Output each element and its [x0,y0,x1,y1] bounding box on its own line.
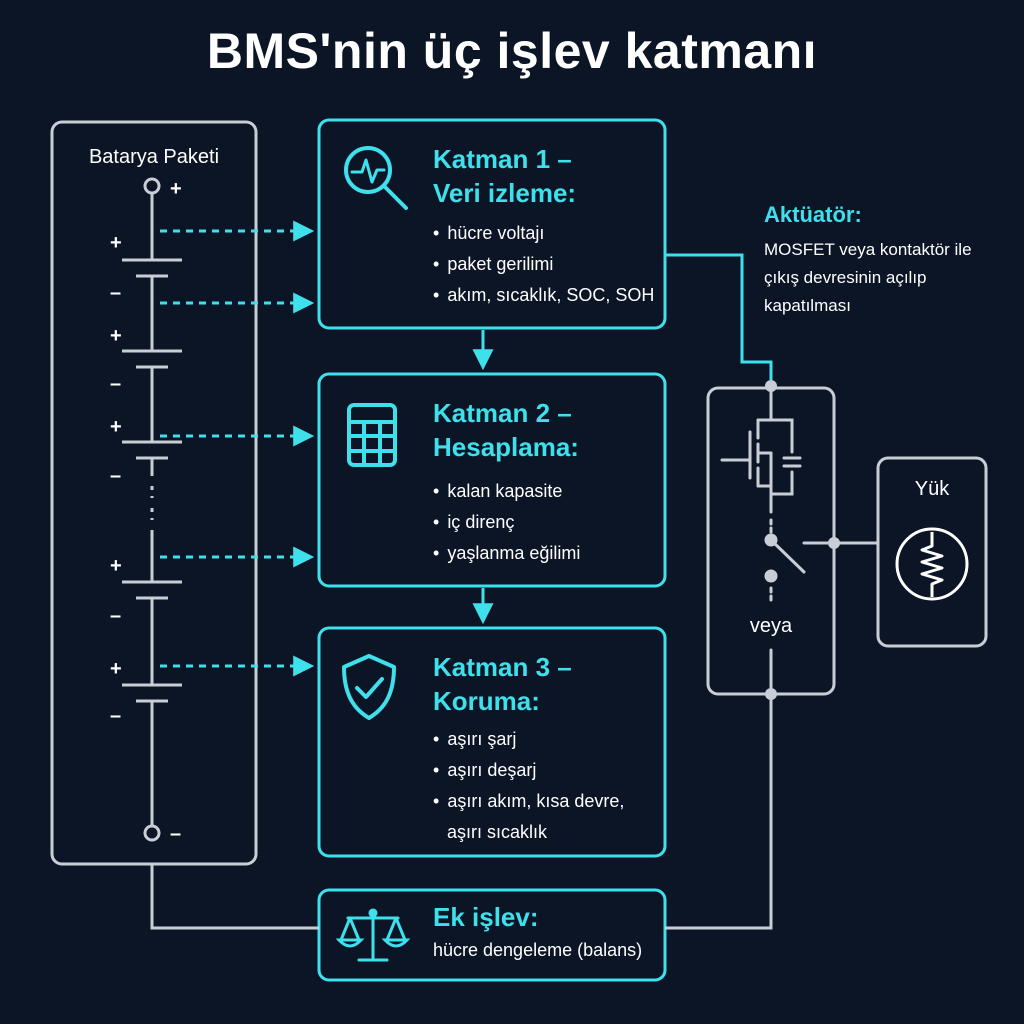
cell-1-plus: + [110,232,122,254]
list-item: aşırı deşarj [433,755,624,786]
extra-function-box [317,888,667,982]
page-title: BMS'nin üç işlev katmanı [206,23,818,79]
layer-2-title-line1: Katman 2 – [433,398,572,428]
layer-1-title: Katman 1 – Veri izleme: [433,142,576,210]
layer-1-box [317,118,667,330]
battery-pack-box [50,120,258,866]
list-item: aşırı akım, kısa devre, [433,786,624,817]
extra-function-title: Ek işlev: [433,902,539,932]
terminal-negative [143,824,161,842]
switch-icon [764,518,836,690]
calculator-icon [347,403,397,467]
layer-3-title-line1: Katman 3 – [433,652,572,682]
cell-5-minus: – [110,705,121,727]
resistor-icon [895,527,969,601]
list-item: yaşlanma eğilimi [433,538,580,569]
cell-5-plus: + [110,658,122,680]
list-item: hücre voltajı [433,218,654,249]
layer-1-title-line2: Veri izleme: [433,178,577,208]
list-item: iç direnç [433,507,580,538]
balance-scale-icon [335,908,411,962]
actuator-node-bottom [765,688,777,700]
battery-cell-5 [122,683,182,703]
layer-3-title: Katman 3 – Koruma: [433,650,572,718]
shield-check-icon [342,654,396,720]
cell-1-minus: – [110,282,121,304]
battery-cell-4 [122,580,182,600]
list-item: akım, sıcaklık, SOC, SOH [433,280,654,311]
actuator-node-top [765,380,777,392]
layer-2-box [317,372,667,588]
actuator-title: Aktüatör: [764,202,862,227]
terminal-minus-sign: – [170,823,181,845]
cell-signs: + – + – + – + – + – [110,232,122,727]
layer-3-title-line2: Koruma: [433,686,540,716]
layer-3-list: aşırı şarj aşırı deşarj aşırı akım, kısa… [433,724,624,848]
battery-cell-2 [122,349,182,369]
terminal-plus-sign: + [170,178,182,200]
sensing-lines [160,220,315,677]
battery-pack-label: Batarya Paketi [88,146,220,168]
load-label: Yük [914,478,950,500]
layer-2-title: Katman 2 – Hesaplama: [433,396,579,464]
load-box [876,456,988,648]
list-item: paket gerilimi [433,249,654,280]
layer1-to-actuator-line [665,253,773,380]
cell-2-minus: – [110,373,121,395]
cell-3-minus: – [110,465,121,487]
mosfet-icon [720,390,802,514]
layer-1-list: hücre voltajı paket gerilimi akım, sıcak… [433,218,654,311]
layer-1-title-line1: Katman 1 – [433,144,572,174]
actuator-or-label: veya [749,615,793,637]
list-item: aşırı şarj [433,724,624,755]
list-item: kalan kapasite [433,476,580,507]
battery-to-balancing-wire [150,864,319,930]
magnifier-pulse-icon [344,146,408,210]
cell-3-plus: + [110,416,122,438]
battery-cell-3 [122,440,182,460]
cell-4-minus: – [110,605,121,627]
cell-2-plus: + [110,325,122,347]
extra-function-description: hücre dengeleme (balans) [433,940,643,960]
balancing-to-actuator-wire [665,694,773,930]
actuator-description: MOSFET veya kontaktör ile çıkış devresin… [764,240,972,315]
cell-4-plus: + [110,555,122,577]
battery-cell-1 [122,258,182,278]
terminal-positive [143,177,161,195]
layer-2-title-line2: Hesaplama: [433,432,579,462]
layer-2-list: kalan kapasite iç direnç yaşlanma eğilim… [433,476,580,569]
layer-3-box [317,626,667,858]
list-item: aşırı sıcaklık [447,822,548,842]
